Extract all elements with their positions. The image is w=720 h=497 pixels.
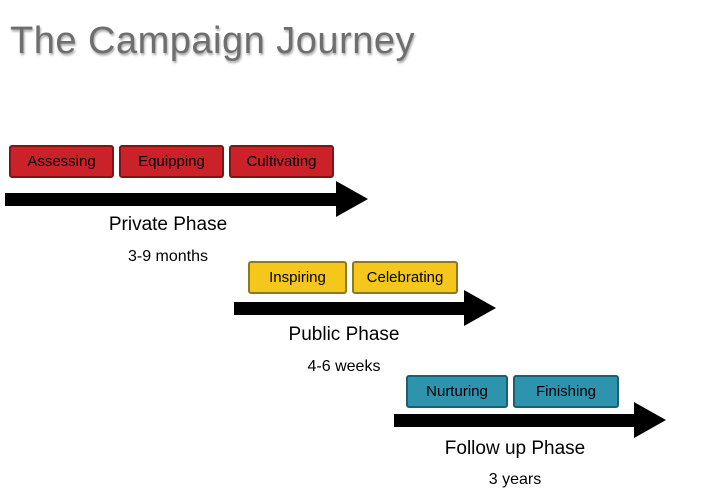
public-phase-duration: 4-6 weeks	[307, 358, 381, 375]
box-nurturing: Nurturing	[406, 375, 508, 408]
arrow-head	[634, 402, 666, 438]
followup-phase-duration: 3 years	[488, 471, 542, 488]
arrow-shaft	[234, 301, 464, 315]
private-phase-box-row: Assessing Equipping Cultivating	[9, 145, 334, 178]
arrow-head	[336, 181, 368, 217]
box-cultivating: Cultivating	[229, 145, 334, 178]
followup-phase-right-arrow-icon	[394, 402, 666, 438]
box-assessing: Assessing	[9, 145, 114, 178]
private-phase-duration: 3-9 months	[127, 248, 209, 265]
followup-phase-box-row: Nurturing Finishing	[406, 375, 619, 408]
arrow-shaft	[5, 192, 336, 206]
public-phase-label: Public Phase	[288, 324, 400, 345]
box-celebrating: Celebrating	[352, 261, 458, 294]
page-title: The Campaign Journey	[10, 20, 415, 62]
arrow-shaft	[394, 413, 634, 427]
public-phase-right-arrow-icon	[234, 290, 496, 326]
followup-phase-label: Follow up Phase	[444, 438, 586, 459]
box-equipping: Equipping	[119, 145, 224, 178]
box-finishing: Finishing	[513, 375, 619, 408]
private-phase-label: Private Phase	[108, 214, 228, 235]
public-phase-box-row: Inspiring Celebrating	[248, 261, 458, 294]
arrow-head	[464, 290, 496, 326]
private-phase-right-arrow-icon	[5, 181, 368, 217]
box-inspiring: Inspiring	[248, 261, 347, 294]
